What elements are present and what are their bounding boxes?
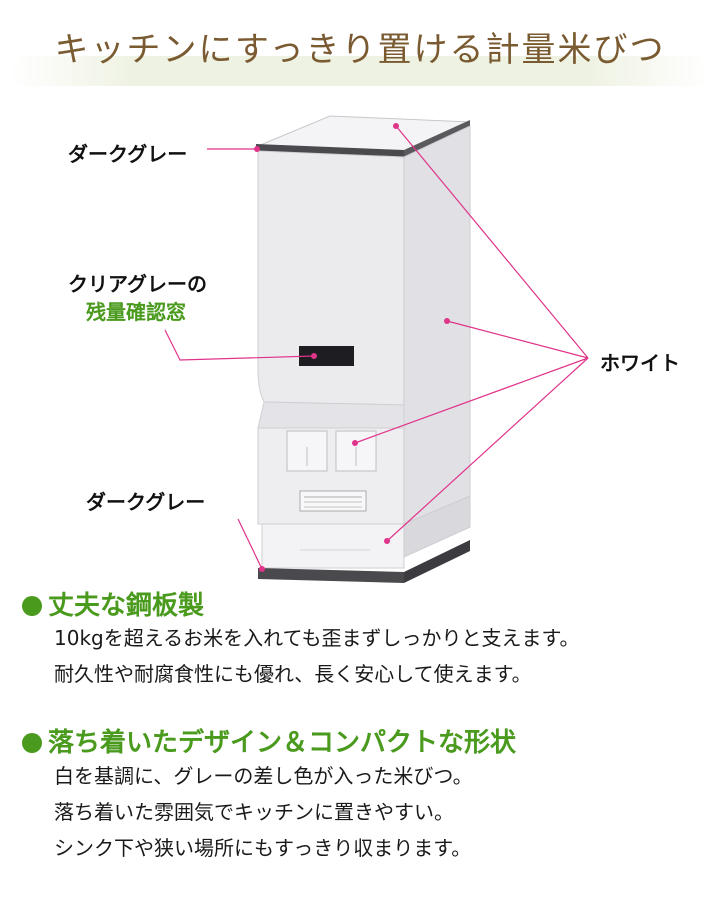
side-panel bbox=[403, 125, 471, 556]
lid-dark-edge bbox=[256, 144, 404, 157]
remaining-window bbox=[299, 346, 354, 366]
lid-dark-edge-side bbox=[404, 120, 470, 157]
feature-line: 落ち着いた雰囲気でキッチンに置きやすい。 bbox=[54, 800, 454, 824]
dark-base-side bbox=[404, 540, 470, 583]
feature-body-steel: 10kgを超えるお米を入れても歪まずしっかりと支えます。 耐久性や耐腐食性にも優… bbox=[54, 620, 580, 692]
label-window-line1: クリアグレーの bbox=[68, 272, 207, 296]
title-band bbox=[10, 56, 710, 86]
front-panel bbox=[257, 150, 405, 406]
feature-heading-steel: 丈夫な鋼板製 bbox=[22, 585, 204, 622]
rice-dispenser-illustration bbox=[164, 115, 589, 583]
rice-drawer bbox=[261, 523, 405, 569]
bullet-icon bbox=[22, 596, 42, 616]
feature-heading-design: 落ち着いたデザイン＆コンパクトな形状 bbox=[22, 722, 516, 759]
feature-body-design: 白を基調に、グレーの差し色が入った米びつ。 落ち着いた雰囲気でキッチンに置きやす… bbox=[54, 758, 473, 866]
feature-line: 耐久性や耐腐食性にも優れ、長く安心して使えます。 bbox=[54, 662, 532, 686]
feature-line: 白を基調に、グレーの差し色が入った米びつ。 bbox=[54, 764, 473, 788]
feature-line: シンク下や狭い場所にもすっきり収まります。 bbox=[54, 836, 472, 860]
page-title: キッチンにすっきり置ける計量米びつ bbox=[54, 30, 666, 70]
instruction-plate bbox=[299, 490, 367, 512]
label-bottom-dark-gray: ダークグレー bbox=[86, 490, 206, 514]
label-window-line2: 残量確認窓 bbox=[86, 300, 186, 324]
feature-line: 10kgを超えるお米を入れても歪まずしっかりと支えます。 bbox=[54, 626, 580, 650]
leader-lines bbox=[164, 125, 589, 570]
dark-base bbox=[258, 568, 404, 583]
label-white: ホワイト bbox=[600, 351, 680, 375]
bullet-icon bbox=[22, 733, 42, 753]
leader-dots bbox=[254, 123, 450, 572]
label-top-dark-gray: ダークグレー bbox=[68, 142, 188, 166]
